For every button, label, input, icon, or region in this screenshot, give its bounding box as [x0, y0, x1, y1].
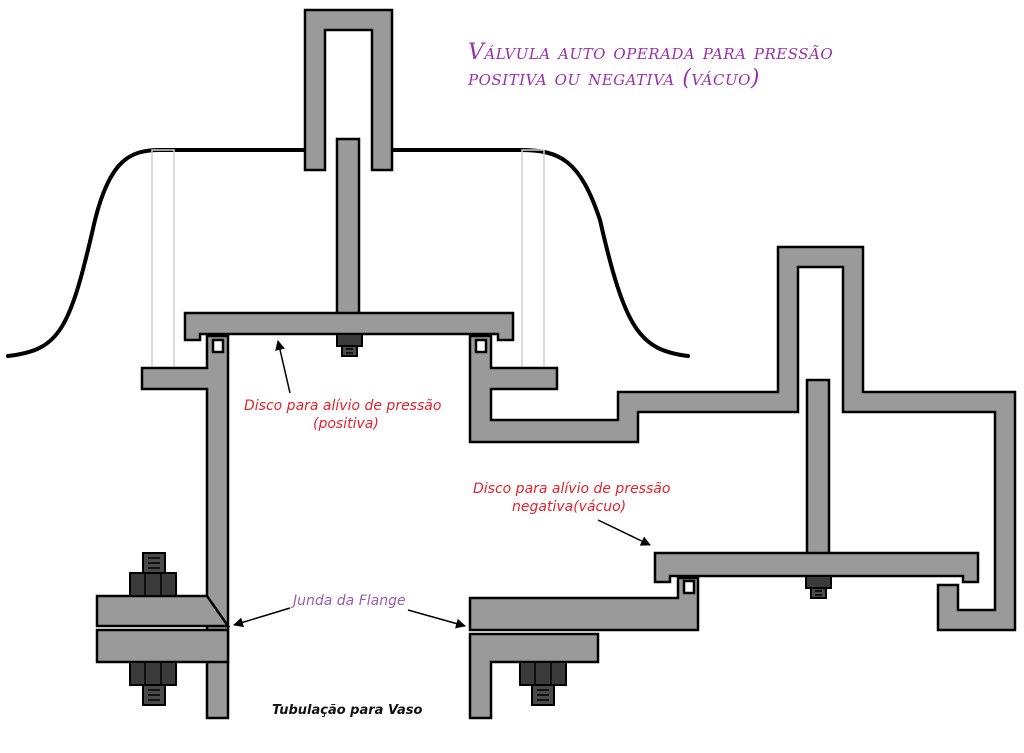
vacuum-disc-arrow	[597, 519, 651, 546]
right-seat-lip	[474, 338, 488, 354]
duct-to-vacuum-valve	[468, 245, 1017, 632]
flange-arrow-right	[407, 609, 466, 629]
top-guide-cap	[303, 8, 394, 172]
diagram-title: Válvula auto operada para pressão positi…	[468, 40, 833, 92]
positive-pressure-disc	[183, 311, 515, 342]
title-line-1: Válvula auto operada para pressão	[468, 40, 834, 65]
positive-disc-nut	[336, 333, 363, 357]
vacuum-disc-label-line-2: negativa(vácuo)	[512, 499, 627, 515]
left-seat-lip	[211, 338, 225, 354]
weather-hood-right	[390, 148, 690, 358]
positive-disc-label-line-1: Disco para alívio de pressão	[244, 398, 442, 414]
pipe-to-vessel-label: Tubulação para Vaso	[272, 703, 423, 718]
flange-arrow-left	[233, 607, 291, 628]
right-pipe-wall	[468, 632, 600, 720]
vacuum-disc-stem	[805, 378, 831, 557]
positive-disc-arrow	[275, 340, 291, 394]
right-flange-bolt	[519, 661, 567, 706]
weather-hood-left	[6, 148, 307, 358]
vacuum-pressure-disc	[653, 551, 980, 584]
flange-joint-label: Junda da Flange	[293, 593, 406, 609]
positive-disc-stem	[335, 137, 361, 316]
vacuum-disc-nut	[805, 575, 832, 599]
left-flange	[95, 552, 231, 706]
vacuum-seat-lip	[682, 579, 696, 595]
left-pipe-wall	[140, 334, 230, 720]
vacuum-disc-label-line-1: Disco para alívio de pressão	[473, 481, 671, 497]
title-line-2: positiva ou negativa (vácuo)	[468, 66, 760, 91]
positive-disc-label-line-2: (positiva)	[313, 416, 379, 432]
vacuum-valve-seat	[468, 576, 700, 632]
